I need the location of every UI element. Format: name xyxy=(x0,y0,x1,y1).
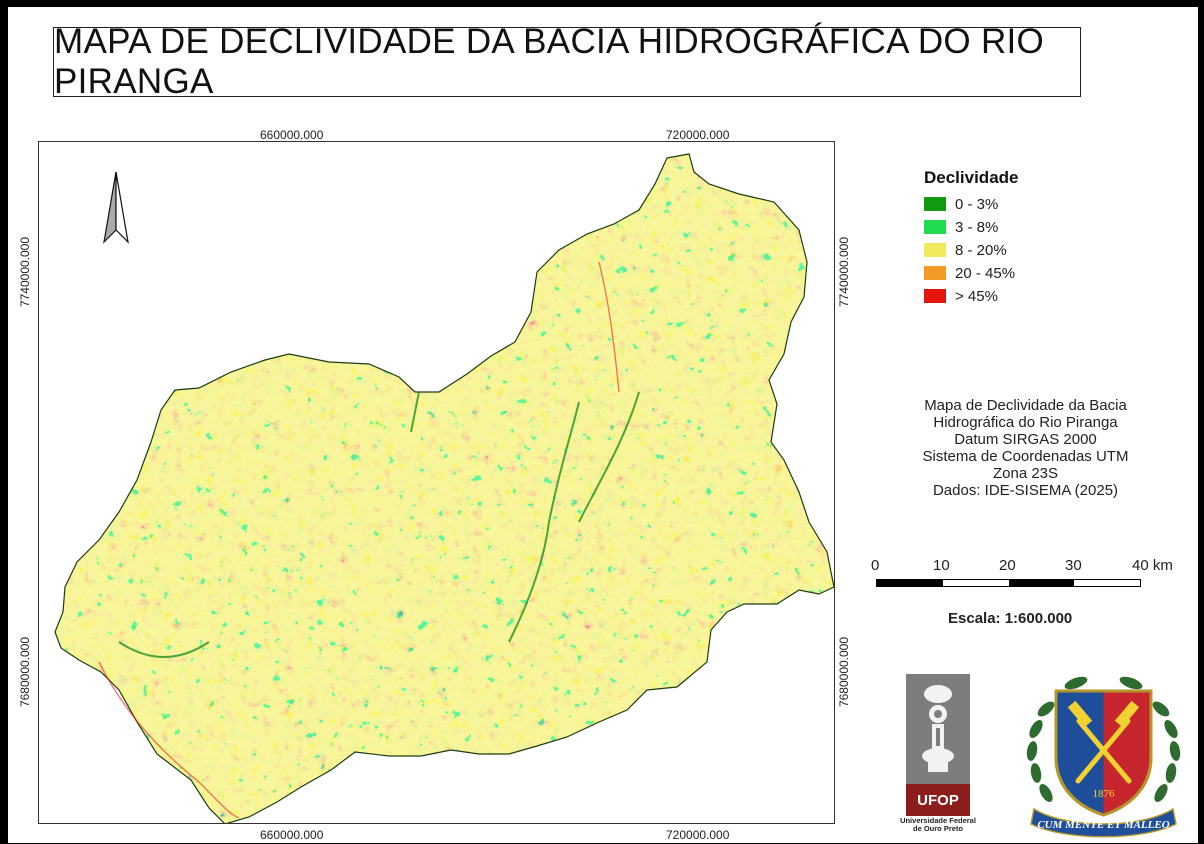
coord-top-1: 660000.000 xyxy=(260,128,324,142)
legend-label: > 45% xyxy=(955,287,998,305)
scale-text: Escala: 1:600.000 xyxy=(948,610,1073,627)
info-line: Zona 23S xyxy=(992,465,1059,482)
legend-label: 0 - 3% xyxy=(955,195,999,213)
basin-boundary xyxy=(54,153,834,823)
info-line: Dados: IDE-SISEMA (2025) xyxy=(932,482,1119,499)
coord-left-1: 7740000.000 xyxy=(18,236,33,308)
ufop-caption-line: Universidade Federal xyxy=(900,816,976,825)
info-line: Datum SIRGAS 2000 xyxy=(954,431,1097,448)
coord-right-2: 7680000.000 xyxy=(837,636,852,708)
legend-item: 3 - 8% xyxy=(924,218,998,236)
school-crest: 1876 CUM MENTE ET MALLEO xyxy=(1016,669,1191,839)
steep-zones xyxy=(98,261,620,819)
legend-swatch xyxy=(924,220,946,234)
map-sheet: MAPA DE DECLIVIDADE DA BACIA HIDROGRÁFIC… xyxy=(8,7,1198,843)
ufop-name: UFOP xyxy=(906,784,970,816)
scale-bar xyxy=(876,579,1141,587)
legend-swatch xyxy=(924,243,946,257)
page-title: MAPA DE DECLIVIDADE DA BACIA HIDROGRÁFIC… xyxy=(54,22,1045,101)
crest-icon: 1876 CUM MENTE ET MALLEO xyxy=(1026,676,1181,838)
coord-bottom-1: 660000.000 xyxy=(260,828,324,842)
ufop-logo: UFOP xyxy=(906,674,970,816)
ufop-caption-line: de Ouro Preto xyxy=(912,824,963,833)
north-arrow-icon xyxy=(103,171,129,244)
basin-area xyxy=(54,153,834,823)
ufop-emblem xyxy=(906,674,970,784)
ufop-caption: Universidade Federal de Ouro Preto xyxy=(894,817,982,833)
hammers-icon xyxy=(1075,718,1132,784)
coord-bottom-2: 720000.000 xyxy=(666,828,730,842)
map-info: Mapa de Declividade da Bacia Hidrográfic… xyxy=(868,397,1183,499)
scale-label-20: 20 xyxy=(999,557,1016,574)
slope-map xyxy=(54,153,834,823)
scale-label-30: 30 xyxy=(1065,557,1082,574)
crest-year: 1876 xyxy=(1093,788,1116,800)
coord-right-1: 7740000.000 xyxy=(837,236,852,308)
legend-swatch xyxy=(924,266,946,280)
crest-motto: CUM MENTE ET MALLEO xyxy=(1037,819,1169,831)
legend-item: 20 - 45% xyxy=(924,264,1015,282)
coord-left-2: 7680000.000 xyxy=(18,636,33,708)
drainage-network xyxy=(118,391,640,658)
coord-top-2: 720000.000 xyxy=(666,128,730,142)
legend-label: 8 - 20% xyxy=(955,241,1007,259)
laurel-icon xyxy=(1026,676,1181,803)
scale-label-0: 0 xyxy=(871,557,880,574)
legend-swatch xyxy=(924,289,946,303)
title-box: MAPA DE DECLIVIDADE DA BACIA HIDROGRÁFIC… xyxy=(53,22,1081,101)
info-line: Sistema de Coordenadas UTM xyxy=(922,448,1129,465)
ufop-ornament-icon xyxy=(922,685,954,772)
legend-item: 0 - 3% xyxy=(924,195,998,213)
legend-label: 3 - 8% xyxy=(955,218,999,236)
legend-swatch xyxy=(924,197,946,211)
legend-item: 8 - 20% xyxy=(924,241,1007,259)
info-line: Hidrográfica do Rio Piranga xyxy=(933,414,1118,431)
info-line: Mapa de Declividade da Bacia xyxy=(924,397,1127,414)
legend-item: > 45% xyxy=(924,287,998,305)
legend-label: 20 - 45% xyxy=(955,264,1016,282)
legend-title: Declividade xyxy=(924,168,1019,187)
scale-label-40: 40 km xyxy=(1132,557,1173,574)
scale-label-10: 10 xyxy=(933,557,950,574)
map-frame xyxy=(38,141,835,824)
